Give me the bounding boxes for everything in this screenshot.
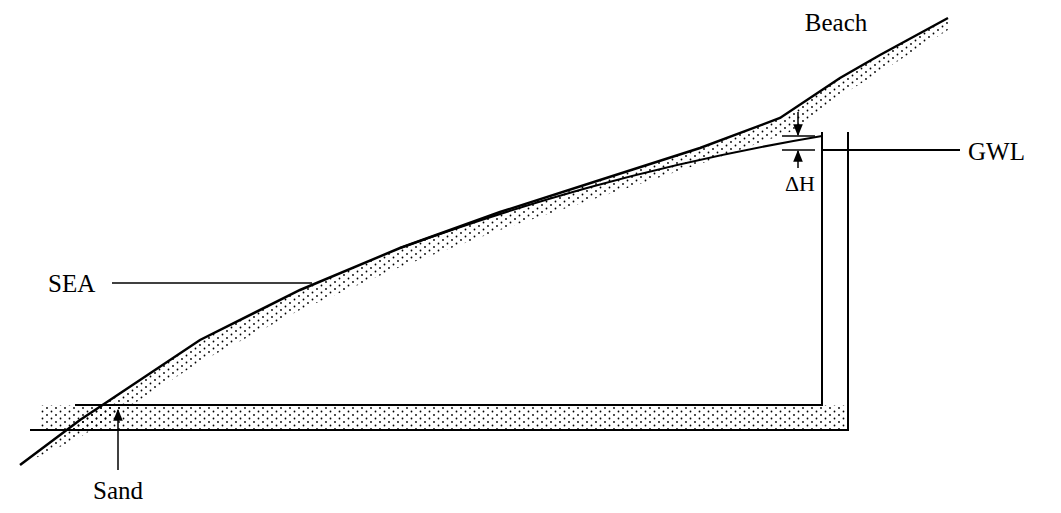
label-text: ΔH [785,173,815,195]
sand-layer [20,18,948,465]
sea-leader [112,282,312,284]
gwl-line [822,149,960,151]
tube-outer [30,132,848,430]
dh-ticks [782,136,815,150]
dh-arrow [797,151,799,168]
groundwater-curve [400,136,822,248]
label-text: Sand [93,478,143,503]
beach-surface [20,18,948,465]
tube-inner [75,132,822,405]
label-text: SEA [48,271,95,296]
sand-leader [117,410,119,470]
sand-strip [40,405,848,430]
label-text: GWL [968,139,1025,164]
label-text: Beach [805,10,867,35]
dh-arrow [797,112,799,135]
